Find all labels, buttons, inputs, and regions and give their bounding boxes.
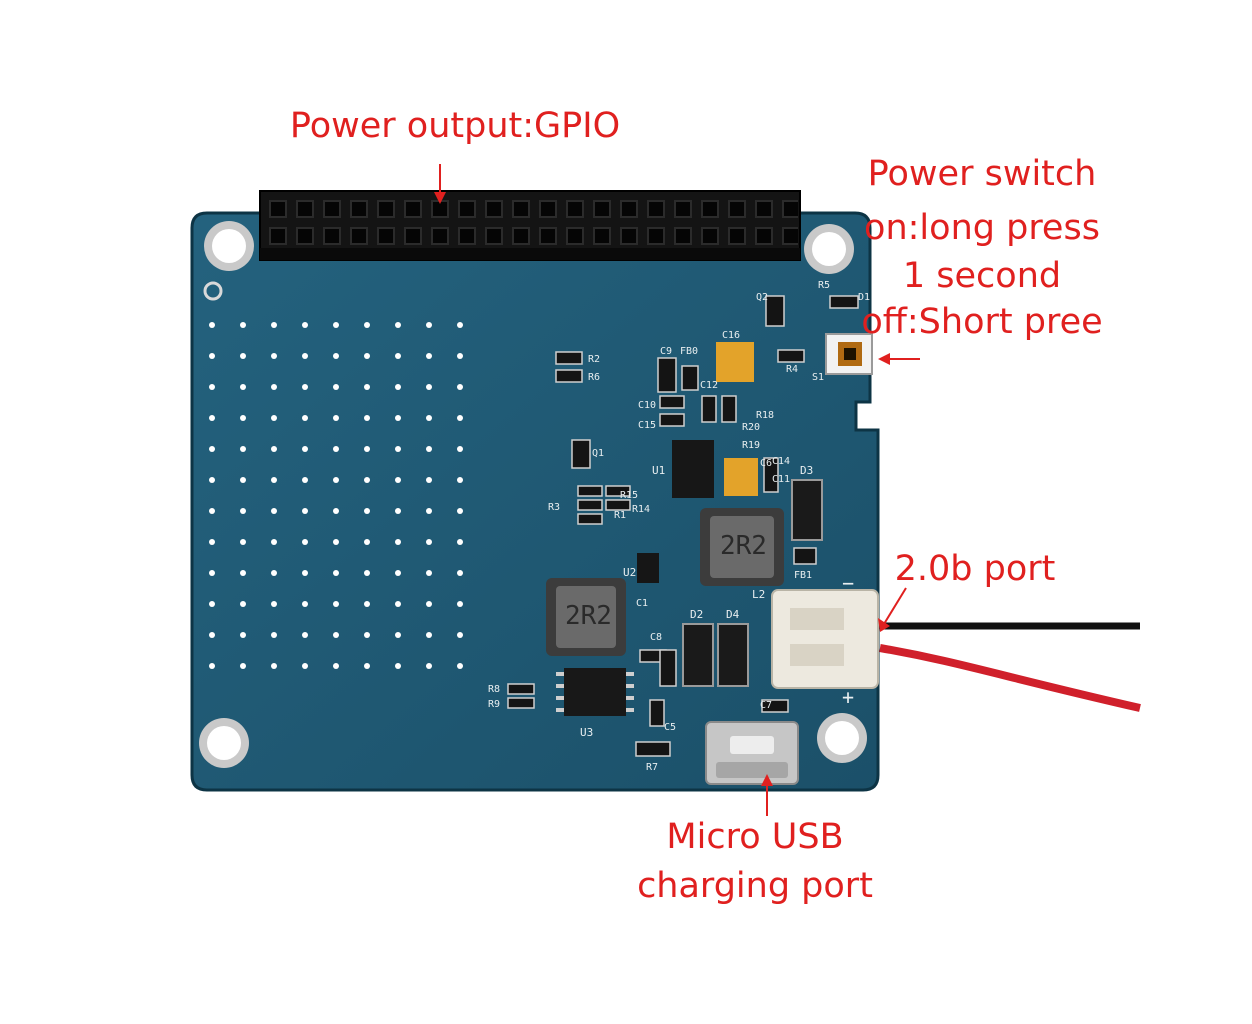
silk-fb0: FB0 [680, 346, 698, 357]
power-switch-label: Power switch [867, 154, 1097, 194]
silk-c16: C16 [722, 330, 740, 341]
silk-r15: R15 [620, 490, 638, 501]
arrow-icon [434, 164, 920, 816]
mount-hole-icon [199, 221, 867, 768]
silk-r6: R6 [588, 372, 600, 383]
silk-c10: C10 [638, 400, 656, 411]
micro-usb-port [705, 721, 799, 785]
power-switch-duration-label: 1 second [902, 256, 1062, 296]
diode-d2 [682, 623, 714, 687]
ic-u2 [637, 553, 659, 583]
silk-c11: C11 [772, 474, 790, 485]
silk-d1: D1 [858, 292, 870, 303]
silk-r20: R20 [742, 422, 760, 433]
ic-u1 [672, 440, 714, 498]
gpio-label: Power output:GPIO [289, 106, 621, 146]
silk-c9: C9 [660, 346, 672, 357]
silk-fb1: FB1 [794, 570, 812, 581]
capacitor-c6 [724, 458, 758, 496]
silk-u3: U3 [580, 726, 593, 739]
usb-port-label: Micro USB [666, 817, 844, 857]
silk-r3: R3 [548, 502, 560, 513]
power-switch [825, 333, 873, 375]
silk-d2: D2 [690, 608, 703, 621]
silk-q1: Q1 [592, 448, 604, 459]
silk-c6: C6 [760, 458, 772, 469]
silk-r9: R9 [488, 699, 500, 710]
ic-u3 [556, 668, 634, 716]
silk-plus: + [842, 685, 854, 709]
silk-r14: R14 [632, 504, 650, 515]
silk-r1: R1 [614, 510, 626, 521]
battery-port-label: 2.0b port [894, 549, 1056, 589]
capacitor-c16 [716, 342, 754, 382]
silk-l2: L2 [752, 588, 765, 601]
silk-c15: C15 [638, 420, 656, 431]
silk-d4: D4 [726, 608, 740, 621]
jst-connector [771, 589, 1141, 712]
silk-u1: U1 [652, 464, 665, 477]
power-switch-on-label: on:long press [864, 208, 1100, 248]
silk-r19: R19 [742, 440, 760, 451]
silk-c5: C5 [664, 722, 676, 733]
silk-q2: Q2 [756, 292, 768, 303]
silk-inductor-1: 2R2 [565, 601, 612, 631]
silk-r18: R18 [756, 410, 774, 421]
silk-minus: − [842, 571, 854, 595]
silk-inductor-2: 2R2 [720, 531, 767, 561]
usb-port-sublabel: charging port [637, 866, 873, 906]
power-switch-off-label: off:Short pree [861, 302, 1103, 342]
silk-c1: C1 [636, 598, 648, 609]
diode-d4 [717, 623, 749, 687]
silk-r2: R2 [588, 354, 600, 365]
silk-c12: C12 [700, 380, 718, 391]
silk-c14: C14 [772, 456, 790, 467]
silk-c7: C7 [760, 700, 772, 711]
perfboard-area [238, 320, 468, 680]
silk-r4: R4 [786, 364, 798, 375]
silk-s1: S1 [812, 372, 824, 383]
inductor-1 [546, 578, 626, 656]
inductor-2 [700, 508, 784, 586]
silk-r8: R8 [488, 684, 500, 695]
silk-r5: R5 [818, 280, 830, 291]
diode-d3 [791, 479, 823, 541]
silk-r7: R7 [646, 762, 658, 773]
silk-u2: U2 [623, 566, 636, 579]
silk-d3: D3 [800, 464, 813, 477]
silk-c8: C8 [650, 632, 662, 643]
smd-components [507, 295, 859, 757]
gpio-header [259, 190, 801, 261]
